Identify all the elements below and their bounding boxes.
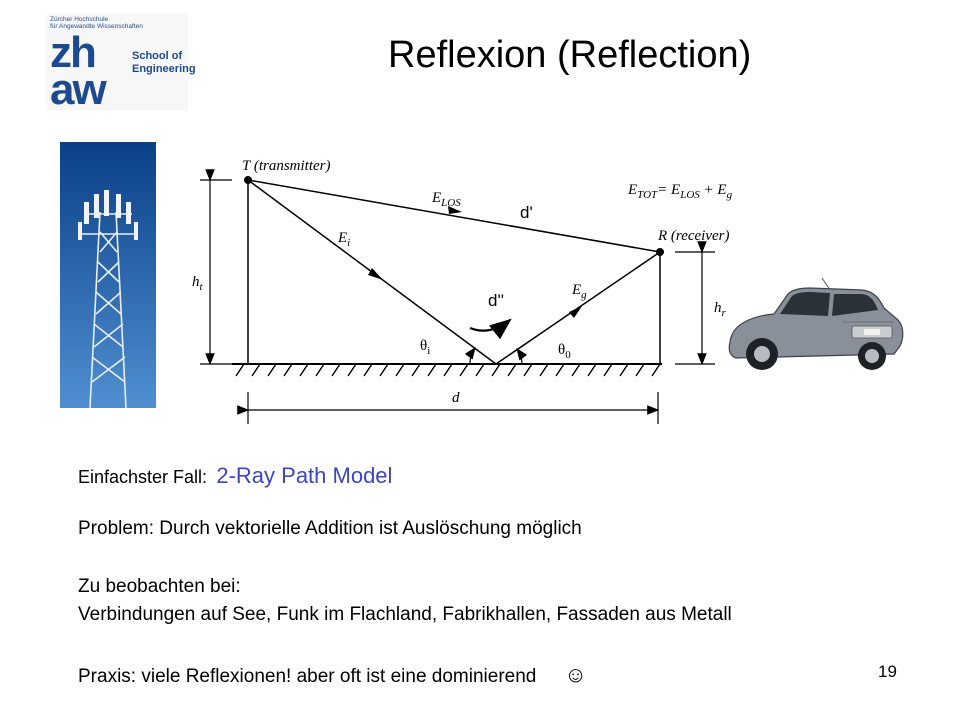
d-prime-label: d' (520, 203, 533, 222)
smiley-icon: ☺ (564, 662, 587, 687)
los-label: ELOS (431, 190, 461, 209)
car-image (728, 277, 904, 370)
receiver-height-dimension (675, 241, 715, 366)
page-number: 19 (878, 662, 897, 681)
incidence-angle-arc (464, 347, 476, 365)
transmitter-height-label: ht (192, 274, 204, 293)
model-name: 2-Ray Path Model (216, 463, 393, 488)
simplest-case-line: Einfachster Fall: 2-Ray Path Model (78, 463, 392, 489)
observe-examples: Verbindungen auf See, Funk im Flachland,… (78, 604, 732, 625)
problem-line: Problem: Durch vektorielle Addition ist … (78, 518, 582, 539)
two-ray-diagram: T (transmitter) R (receiver) ELOS d' ETO… (192, 158, 733, 424)
total-field-label: ETOT= ELOS + Eg (627, 182, 733, 201)
distance-label: d (452, 390, 460, 406)
ground-hatching (235, 363, 661, 377)
practice-text: Praxis: viele Reflexionen! aber oft ist … (78, 666, 537, 687)
receiver-point (656, 248, 664, 256)
zhaw-logo: Zürcher Hochschule für Angewandte Wissen… (46, 14, 196, 114)
receiver-height-label: hr (714, 300, 727, 319)
transmitter-height-dimension (200, 169, 232, 366)
observe-heading: Zu beobachten bei: (78, 576, 241, 597)
slide-title: Reflexion (Reflection) (388, 34, 752, 76)
path-length-arrow (469, 318, 512, 340)
receiver-label: R (receiver) (657, 228, 729, 244)
los-arrowhead (448, 206, 462, 214)
incident-field-label: Ei (337, 230, 350, 249)
simplest-case-label: Einfachster Fall: (78, 467, 208, 487)
transmitter-label: T (transmitter) (242, 158, 330, 174)
incident-arrowhead (368, 268, 383, 280)
incidence-angle-label: θi (420, 338, 430, 357)
reflection-angle-arc (516, 348, 528, 365)
logo-aw: aw (50, 65, 107, 114)
d-double-prime-label: d'' (488, 291, 504, 310)
logo-school-name: School of Engineering (132, 50, 196, 75)
reflection-angle-label: θ0 (558, 342, 571, 361)
distance-dimension (237, 392, 660, 424)
transmitter-tower-image (60, 142, 156, 408)
practice-line: Praxis: viele Reflexionen! aber oft ist … (78, 662, 587, 688)
ground-field-label: Eg (571, 282, 587, 301)
reflected-arrowhead (569, 306, 582, 318)
los-ray (247, 179, 661, 253)
transmitter-point (244, 176, 252, 184)
logo-caption: Zürcher Hochschule für Angewandte Wissen… (50, 16, 143, 30)
logo-zh: zh (50, 28, 97, 77)
